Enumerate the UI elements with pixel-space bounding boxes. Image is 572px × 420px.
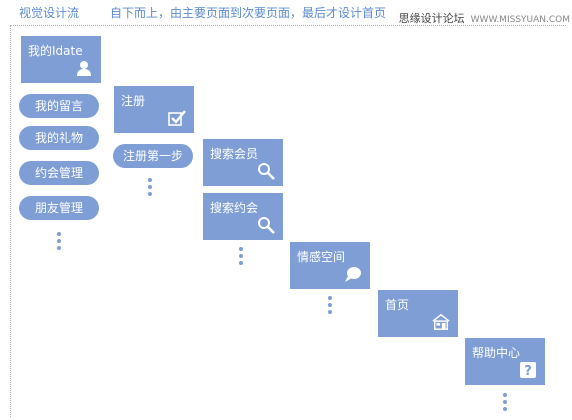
header-title: 视觉设计流 <box>19 6 80 20</box>
watermark-site-name: 思缘设计论坛 <box>398 12 465 25</box>
card-label: 帮助中心 <box>472 346 521 360</box>
pill-my-gifts: 我的礼物 <box>19 126 99 150</box>
continuation-dots <box>328 296 332 317</box>
checkmark-icon <box>168 110 186 126</box>
card-label: 搜索会员 <box>210 147 259 161</box>
house-icon <box>432 313 450 330</box>
frame-top-line <box>10 25 566 26</box>
search-icon <box>258 163 275 180</box>
card-register: 注册 <box>114 86 194 133</box>
question-icon: ? <box>520 362 536 379</box>
continuation-dots <box>503 393 507 414</box>
frame-left-line <box>10 25 11 417</box>
card-emotion-space: 情感空间 <box>290 242 370 289</box>
continuation-dots <box>57 232 61 253</box>
continuation-dots <box>239 247 243 268</box>
card-search-members: 搜索会员 <box>203 139 283 186</box>
card-label: 注册 <box>121 94 146 108</box>
user-icon <box>77 61 91 76</box>
watermark: 思缘设计论坛 WWW.MISSYUAN.COM <box>399 10 570 26</box>
card-help-center: 帮助中心 ? <box>465 338 545 385</box>
watermark-url: WWW.MISSYUAN.COM <box>470 15 570 25</box>
speech-bubble-icon <box>345 267 361 282</box>
pill-my-messages: 我的留言 <box>19 94 99 118</box>
card-label: 搜索约会 <box>210 201 259 215</box>
continuation-dots <box>148 178 152 199</box>
card-label: 情感空间 <box>297 250 346 264</box>
svg-text:?: ? <box>524 364 532 379</box>
search-icon <box>258 217 275 234</box>
pill-friend-management: 朋友管理 <box>19 196 99 220</box>
header-description: 自下而上，由主要页面到次要页面，最后才设计首页 <box>110 6 387 20</box>
card-label: 首页 <box>385 298 410 312</box>
card-label: 我的Idate <box>28 44 83 58</box>
card-search-dates: 搜索约会 <box>203 193 283 240</box>
card-home: 首页 <box>378 290 458 337</box>
card-my-idate: 我的Idate <box>21 36 101 83</box>
pill-date-management: 约会管理 <box>19 161 99 185</box>
pill-register-step-one: 注册第一步 <box>113 144 193 168</box>
